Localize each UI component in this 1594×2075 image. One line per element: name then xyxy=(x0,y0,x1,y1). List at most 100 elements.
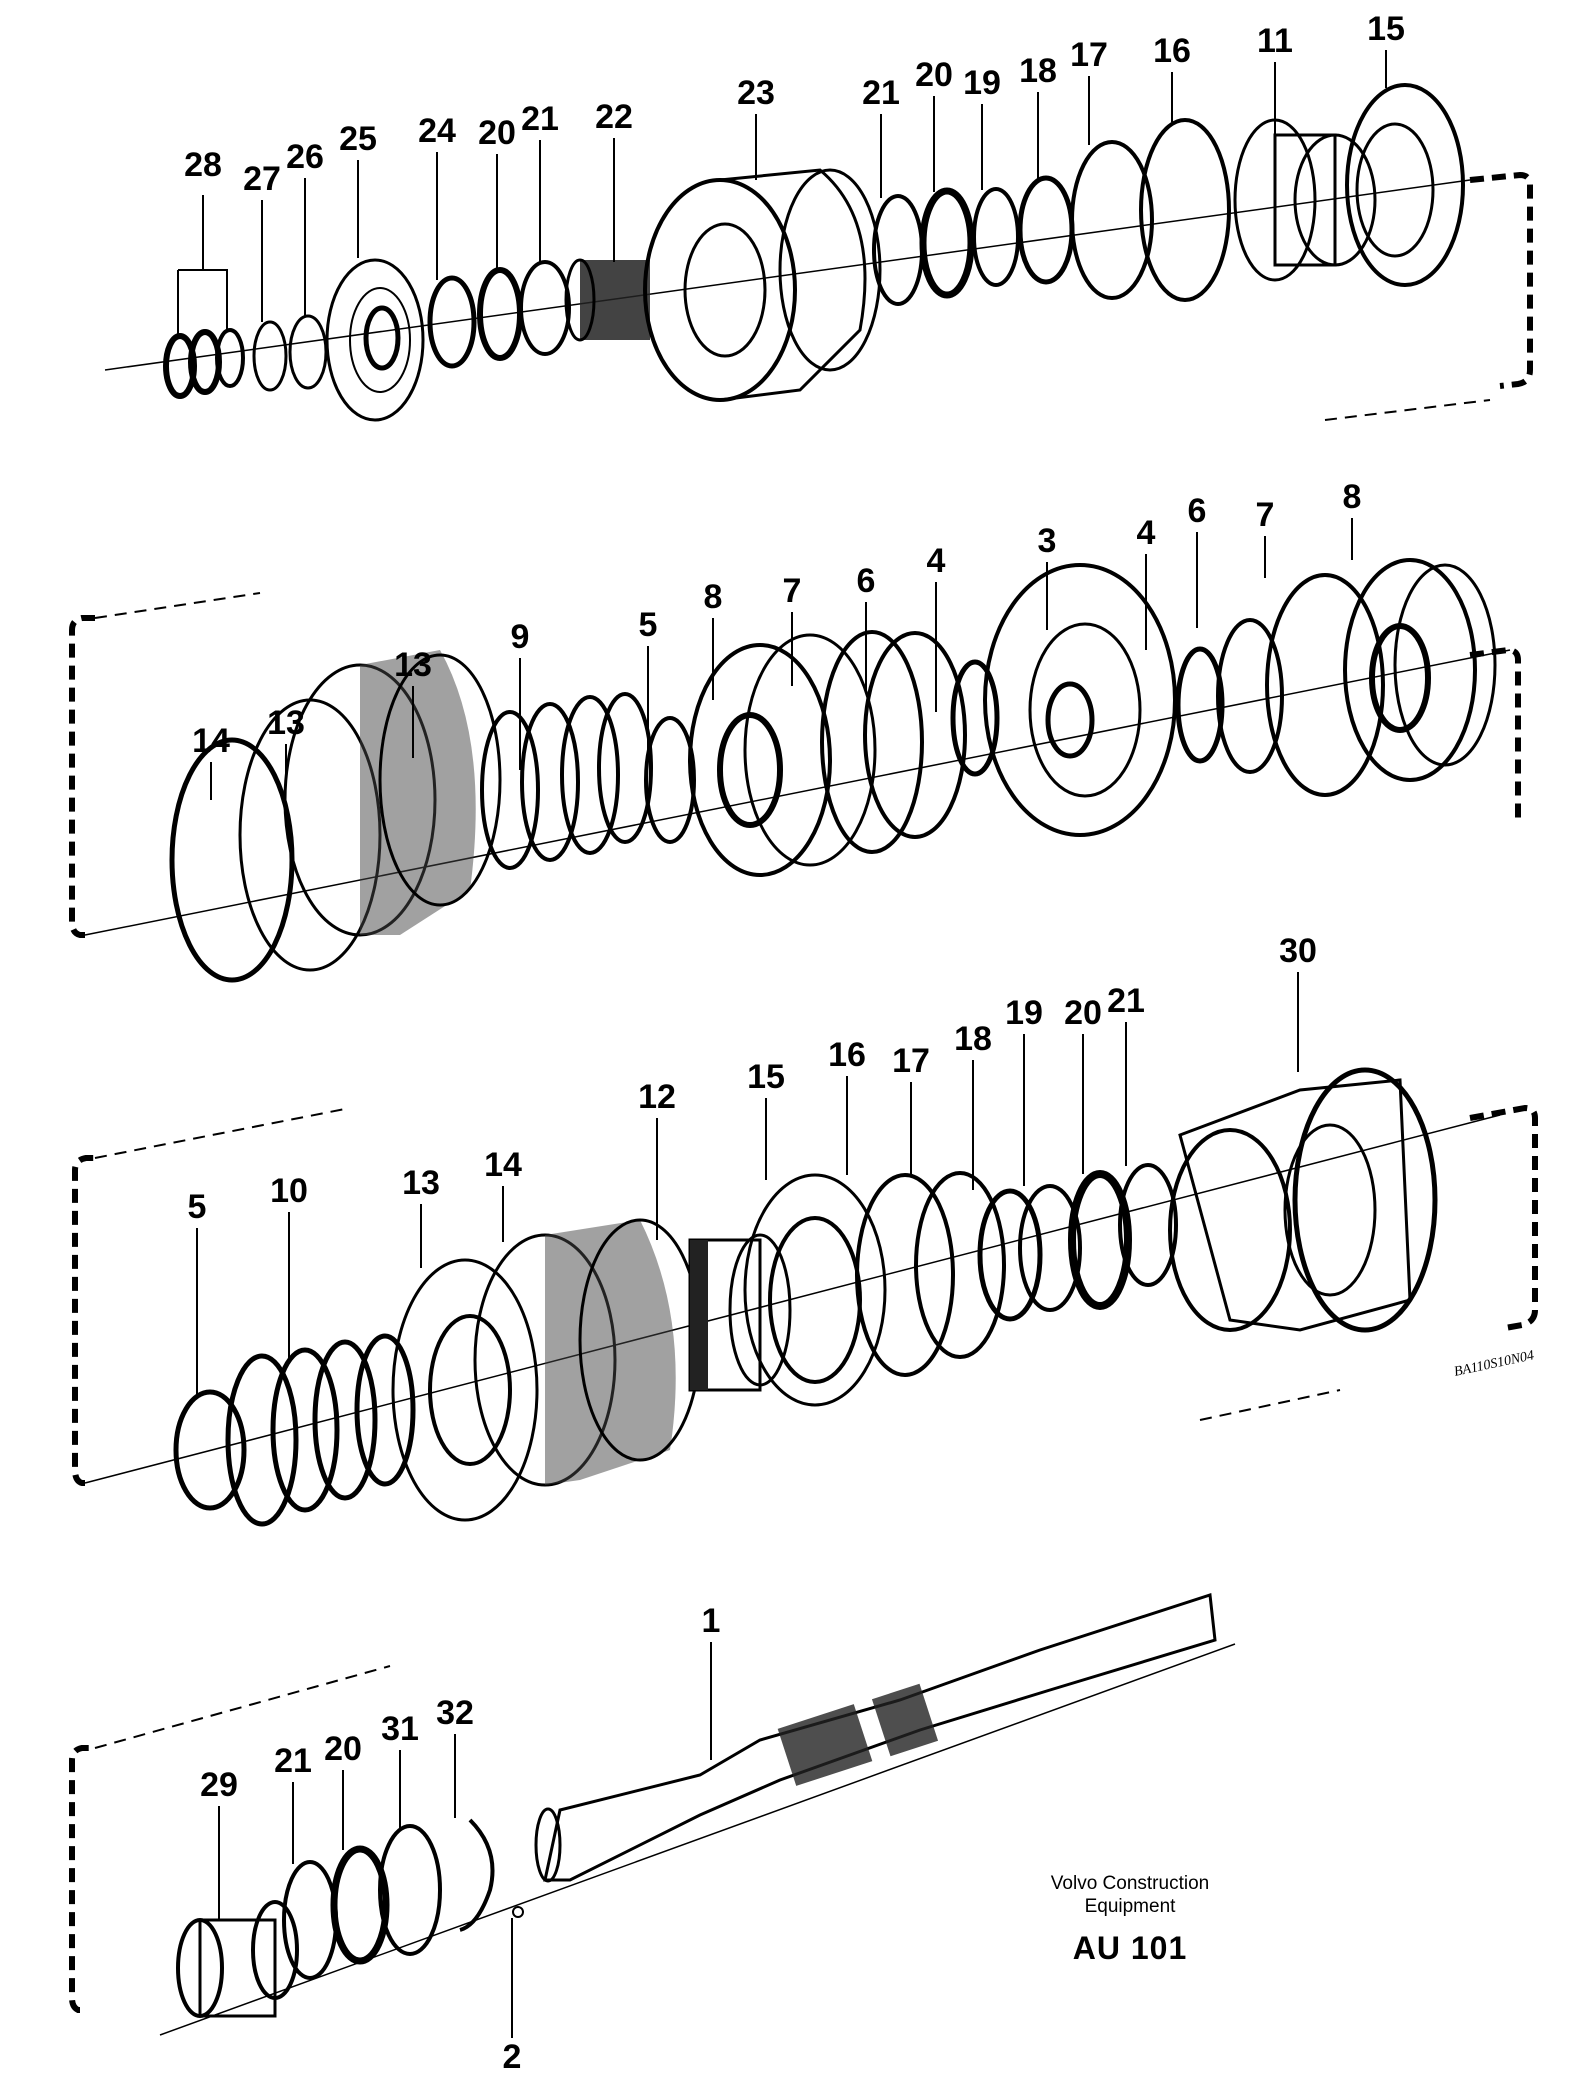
callout-label: 6 xyxy=(857,562,876,600)
part-7-ring xyxy=(820,630,924,854)
boundary-bracket-left xyxy=(69,1745,95,2013)
part-24-washer xyxy=(427,275,477,369)
callout-label: 31 xyxy=(381,1710,419,1748)
callout-label: 21 xyxy=(862,74,900,112)
part-30-drum-gear xyxy=(1168,1067,1438,1333)
callout-label: 5 xyxy=(188,1188,207,1226)
callout-label: 25 xyxy=(339,120,377,158)
callout-label: 5 xyxy=(639,606,658,644)
callout-label: 16 xyxy=(1153,32,1191,70)
callout-label: 27 xyxy=(243,160,281,198)
part-8-piston-b xyxy=(1343,558,1497,782)
shaft-axis-line xyxy=(159,1643,1236,2036)
callout-label: 20 xyxy=(324,1730,362,1768)
part-6-ring-b xyxy=(1216,618,1284,774)
part-21-ring xyxy=(1118,1163,1178,1287)
callout-label: 21 xyxy=(1107,982,1145,1020)
callout-label: 11 xyxy=(1257,22,1293,60)
boundary-bracket-right xyxy=(1469,1104,1538,1331)
part-12-hub xyxy=(688,1233,792,1392)
part-18-ring xyxy=(977,1188,1043,1322)
callout-label: 9 xyxy=(511,618,530,656)
boundary-line-left xyxy=(94,1665,391,1749)
part-19-washer xyxy=(972,187,1020,287)
callout-label: 19 xyxy=(963,64,1001,102)
callout-label: 13 xyxy=(402,1164,440,1202)
drawing-code: AU 101 xyxy=(1072,1930,1188,1966)
company-name-line2: Equipment xyxy=(1084,1896,1176,1917)
callout-label: 6 xyxy=(1188,492,1207,530)
callout-label: 18 xyxy=(1019,52,1057,90)
callout-label: 28 xyxy=(184,146,222,184)
part-23-drum-gear xyxy=(643,168,882,402)
part-11-hub xyxy=(1233,118,1377,282)
callout-label: 12 xyxy=(638,1078,676,1116)
part-3-housing xyxy=(983,563,1177,837)
part-2-ball xyxy=(512,1906,524,1918)
callout-label: 18 xyxy=(954,1020,992,1058)
part-25-bearing-cup xyxy=(325,258,425,422)
part-13-plate xyxy=(391,1258,539,1522)
callout-label: 13 xyxy=(394,646,432,684)
part-14-disc-pack xyxy=(473,1218,702,1487)
callout-label: 21 xyxy=(521,100,559,138)
boundary-bracket-left xyxy=(69,615,95,938)
part-16-ring xyxy=(855,1173,955,1377)
callout-label: 29 xyxy=(200,1766,238,1804)
title-block: Volvo Construction Equipment AU 101 xyxy=(1010,1872,1250,1967)
callout-label: 15 xyxy=(1367,10,1405,48)
boundary-bracket-right xyxy=(1469,646,1521,820)
callout-label: 16 xyxy=(828,1036,866,1074)
callout-label: 8 xyxy=(704,578,723,616)
part-19-washer xyxy=(1018,1184,1082,1312)
shaft-axis-line xyxy=(84,1114,1501,1484)
callout-label: 19 xyxy=(1005,994,1043,1032)
part-27-ring xyxy=(252,320,288,392)
part-32-snap-ring xyxy=(459,1818,495,1932)
part-29-needle-bearing xyxy=(176,1900,299,2018)
part-26-ring xyxy=(288,314,328,390)
part-6-ring xyxy=(863,631,967,839)
part-9-spring xyxy=(480,692,653,870)
part-4-ring xyxy=(950,659,1000,777)
shaft-axis-line xyxy=(84,649,1511,936)
callout-label: 3 xyxy=(1038,522,1057,560)
part-17-snap-ring xyxy=(914,1171,1006,1359)
assembly-row-1 xyxy=(104,83,1533,422)
callout-label: 30 xyxy=(1279,932,1317,970)
assembly-row-2 xyxy=(69,558,1521,983)
shaft-axis-line xyxy=(104,179,1471,371)
company-name-line1: Volvo Construction xyxy=(1050,1873,1210,1894)
callout-label: 21 xyxy=(274,1742,312,1780)
part-18-ring xyxy=(1017,175,1075,285)
part-14-plate xyxy=(169,737,295,983)
callout-label: 22 xyxy=(595,98,633,136)
callout-label: 4 xyxy=(927,542,946,580)
part-13-plate xyxy=(238,698,382,972)
callout-label: 7 xyxy=(1256,496,1275,534)
boundary-line-left xyxy=(94,1107,351,1159)
callout-label: 24 xyxy=(418,112,456,150)
callout-label: 14 xyxy=(484,1146,522,1184)
part-15-disc xyxy=(743,1173,887,1407)
callout-label: 14 xyxy=(192,722,230,760)
callout-label: 26 xyxy=(286,138,324,176)
part-17-snap-ring xyxy=(1070,140,1154,300)
callout-label: 4 xyxy=(1137,514,1156,552)
part-4-ring-b xyxy=(1175,646,1225,764)
part-15-disc xyxy=(1345,83,1465,287)
part-7-ring-b xyxy=(1265,573,1385,797)
part-20-needle-bearing xyxy=(477,267,523,361)
boundary-line xyxy=(1324,399,1491,421)
part-21-ring-b xyxy=(872,194,924,306)
callout-label: 13 xyxy=(267,704,305,742)
boundary-line-left xyxy=(94,592,261,619)
part-16-ring xyxy=(1139,118,1231,302)
callout-labels: 28 27 26 25 24 20 21 22 23 21 20 19 18 xyxy=(177,10,1405,2075)
assembly-row-3: BA110S10N04 xyxy=(72,1067,1538,1527)
part-31-washer xyxy=(378,1824,442,1956)
part-8-piston xyxy=(688,633,877,877)
part-28-rings xyxy=(163,328,245,399)
callout-label: 20 xyxy=(1064,994,1102,1032)
